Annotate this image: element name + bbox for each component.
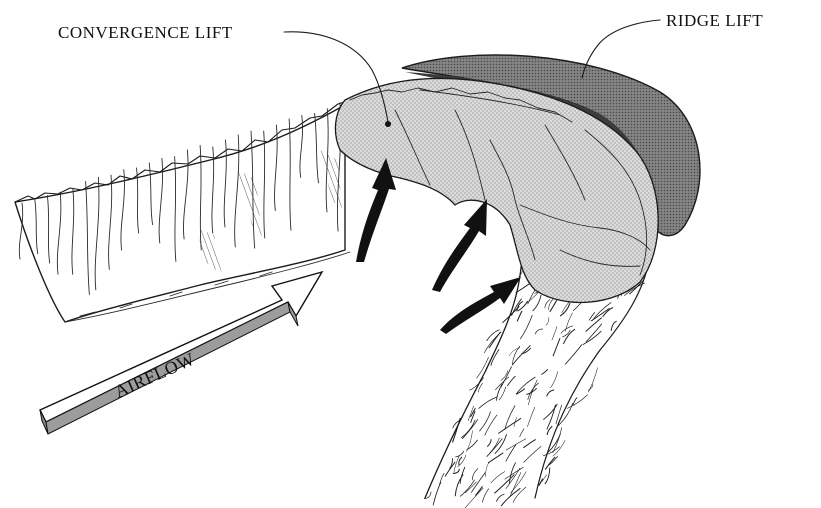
terrain-scribble <box>518 301 528 311</box>
terrain-scribble <box>499 387 506 400</box>
terrain-scribble <box>563 329 575 344</box>
terrain-scribble <box>560 303 570 316</box>
terrain-scribble <box>567 395 588 409</box>
rising-arrow-1 <box>356 158 396 262</box>
cliff-striation <box>264 131 265 238</box>
terrain-scribble <box>496 494 504 502</box>
terrain-scribble <box>524 446 542 462</box>
terrain-scribble <box>455 475 463 497</box>
terrain-scribble <box>527 407 535 427</box>
terrain-scribble <box>517 311 522 322</box>
terrain-scribble <box>520 429 524 437</box>
terrain-scribble <box>547 390 555 397</box>
terrain-scribble <box>583 331 602 345</box>
terrain-scribble <box>501 488 520 506</box>
cliff-striation <box>47 196 49 263</box>
cliff-striation <box>224 140 226 227</box>
convergence-lift-label: CONVERGENCE LIFT <box>58 23 233 42</box>
cliff-striation <box>86 182 90 295</box>
cliff-striation <box>72 188 74 274</box>
cliff-striation <box>175 157 176 262</box>
terrain-scribble <box>520 315 532 339</box>
terrain-scribble <box>545 299 550 308</box>
cliff-striation <box>35 199 38 254</box>
terrain-scribble <box>465 488 483 508</box>
terrain-scribble <box>553 338 560 356</box>
terrain-scribble <box>450 458 453 468</box>
terrain-scribble <box>509 463 515 484</box>
terrain-scribble <box>455 451 463 457</box>
terrain-scribble <box>472 469 478 481</box>
terrain-scribble <box>494 475 514 494</box>
terrain-scribble <box>552 326 557 340</box>
terrain-scribble <box>512 345 530 365</box>
terrain-scribble <box>445 462 455 477</box>
terrain-scribble <box>461 420 475 438</box>
terrain-scribble <box>479 411 490 431</box>
terrain-scribble <box>479 397 498 409</box>
terrain-scribble <box>487 439 491 446</box>
terrain-scribble <box>488 453 503 463</box>
terrain-scribble <box>523 439 535 447</box>
terrain-scribble <box>485 415 497 436</box>
terrain-scribble <box>497 384 503 401</box>
cliff-striation <box>19 203 22 259</box>
terrain-scribble <box>495 377 509 390</box>
terrain-scribble <box>491 472 505 484</box>
terrain-scribble <box>453 418 461 443</box>
terrain-scribble <box>528 380 537 405</box>
terrain-scribble <box>433 482 441 505</box>
terrain-scribble <box>482 489 489 503</box>
terrain-scribble <box>533 295 541 311</box>
terrain-scribble <box>503 306 520 322</box>
terrain-scribble <box>549 456 558 465</box>
terrain-scribble <box>498 418 521 433</box>
terrain-scribble <box>588 368 597 393</box>
terrain-scribble <box>546 317 549 325</box>
terrain-scribble <box>550 371 558 388</box>
cliff-striation <box>57 192 61 274</box>
rising-arrow-2 <box>432 199 487 292</box>
terrain-scribble <box>535 329 543 334</box>
terrain-scribble <box>460 480 475 497</box>
terrain-scribble <box>528 290 536 304</box>
cliff-striation <box>315 113 319 182</box>
terrain-scribble <box>514 417 517 427</box>
terrain-scribble <box>542 475 547 482</box>
cliff-striation <box>275 125 278 211</box>
terrain-scribble <box>440 473 445 485</box>
terrain-scribble <box>541 369 548 374</box>
terrain-scribble <box>485 462 489 477</box>
cliff-striation <box>149 163 152 225</box>
ridge-lift-label: RIDGE LIFT <box>666 11 763 30</box>
cliff-striation <box>109 175 112 269</box>
cliff-striation <box>95 177 99 290</box>
terrain-scribble <box>476 486 483 495</box>
terrain-scribble <box>565 345 582 365</box>
cliff-striation <box>289 119 291 230</box>
rising-arrow-3 <box>440 277 521 334</box>
terrain-scribble <box>506 439 526 451</box>
terrain-scribble <box>543 447 560 456</box>
terrain-scribble <box>501 366 512 387</box>
